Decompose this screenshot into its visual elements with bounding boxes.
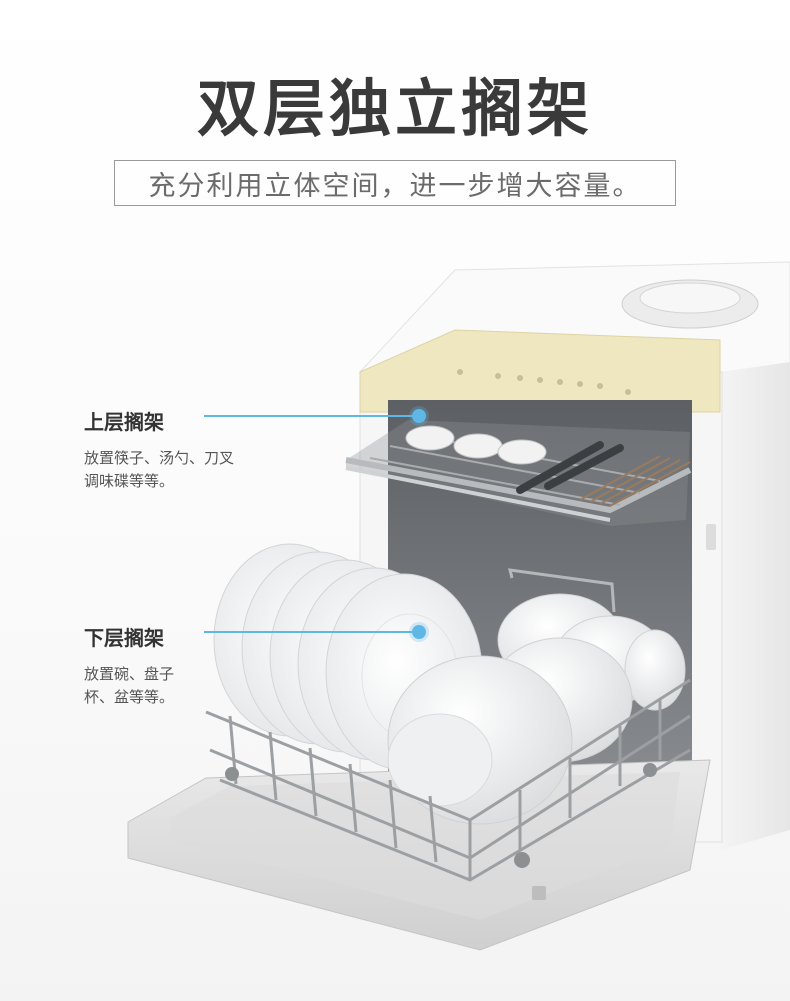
lower-rack-desc-line2: 杯、盆等等。 <box>84 688 175 706</box>
lower-rack-leader-line <box>204 631 416 633</box>
machine-side <box>720 362 790 850</box>
upper-rack-desc-line2: 调味碟等等。 <box>84 472 175 490</box>
lower-rack-desc-line1: 放置碗、盘子 <box>84 665 175 683</box>
lower-rack-leader-dot <box>412 625 426 639</box>
page-title: 双层独立搁架 <box>196 72 593 145</box>
door-button <box>532 886 546 900</box>
page-subtitle: 充分利用立体空间，进一步增大容量。 <box>148 170 642 202</box>
lower-rack <box>205 568 691 882</box>
panel-indicators <box>457 369 631 395</box>
upper-rack-leader-line <box>204 415 416 417</box>
side-latch <box>706 524 716 550</box>
lower-rack-callout: 下层搁架 放置碗、盘子 杯、盆等等。 <box>84 622 174 709</box>
upper-rack <box>345 420 692 526</box>
lower-rack-title: 下层搁架 <box>84 626 164 650</box>
upper-rack-leader-dot <box>412 409 426 423</box>
front-bowls <box>387 637 633 825</box>
upper-rack-callout: 上层搁架 放置筷子、汤勺、刀叉 调味碟等等。 <box>84 406 234 493</box>
upper-rack-title: 上层搁架 <box>84 410 164 434</box>
subtitle-frame: 充分利用立体空间，进一步增大容量。 <box>114 160 676 206</box>
rack-wheels <box>225 763 657 868</box>
upper-rack-desc-line1: 放置筷子、汤勺、刀叉 <box>84 449 235 467</box>
